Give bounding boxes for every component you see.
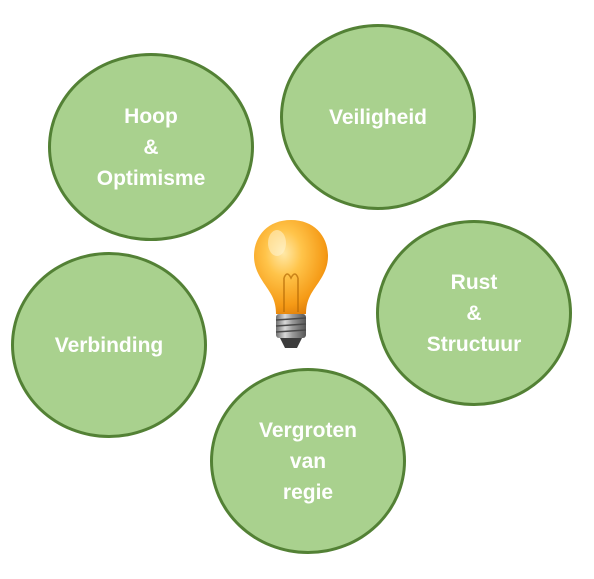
concept-circle-vergroten-van-regie: Vergroten van regie <box>210 368 406 554</box>
concept-label-veiligheid: Veiligheid <box>328 105 428 129</box>
concept-circle-hoop-optimisme: Hoop & Optimisme <box>48 53 254 241</box>
concept-circle-rust-structuur: Rust & Structuur <box>376 220 572 406</box>
concept-circle-veiligheid: Veiligheid <box>280 24 476 210</box>
lightbulb-icon <box>246 216 336 356</box>
concept-label-vergroten-van-regie: Vergroten van regie <box>258 418 358 504</box>
concept-circle-verbinding: Verbinding <box>11 252 207 438</box>
concept-label-hoop-optimisme: Hoop & Optimisme <box>96 104 206 190</box>
concept-label-rust-structuur: Rust & Structuur <box>426 270 522 356</box>
concept-label-verbinding: Verbinding <box>54 333 164 357</box>
